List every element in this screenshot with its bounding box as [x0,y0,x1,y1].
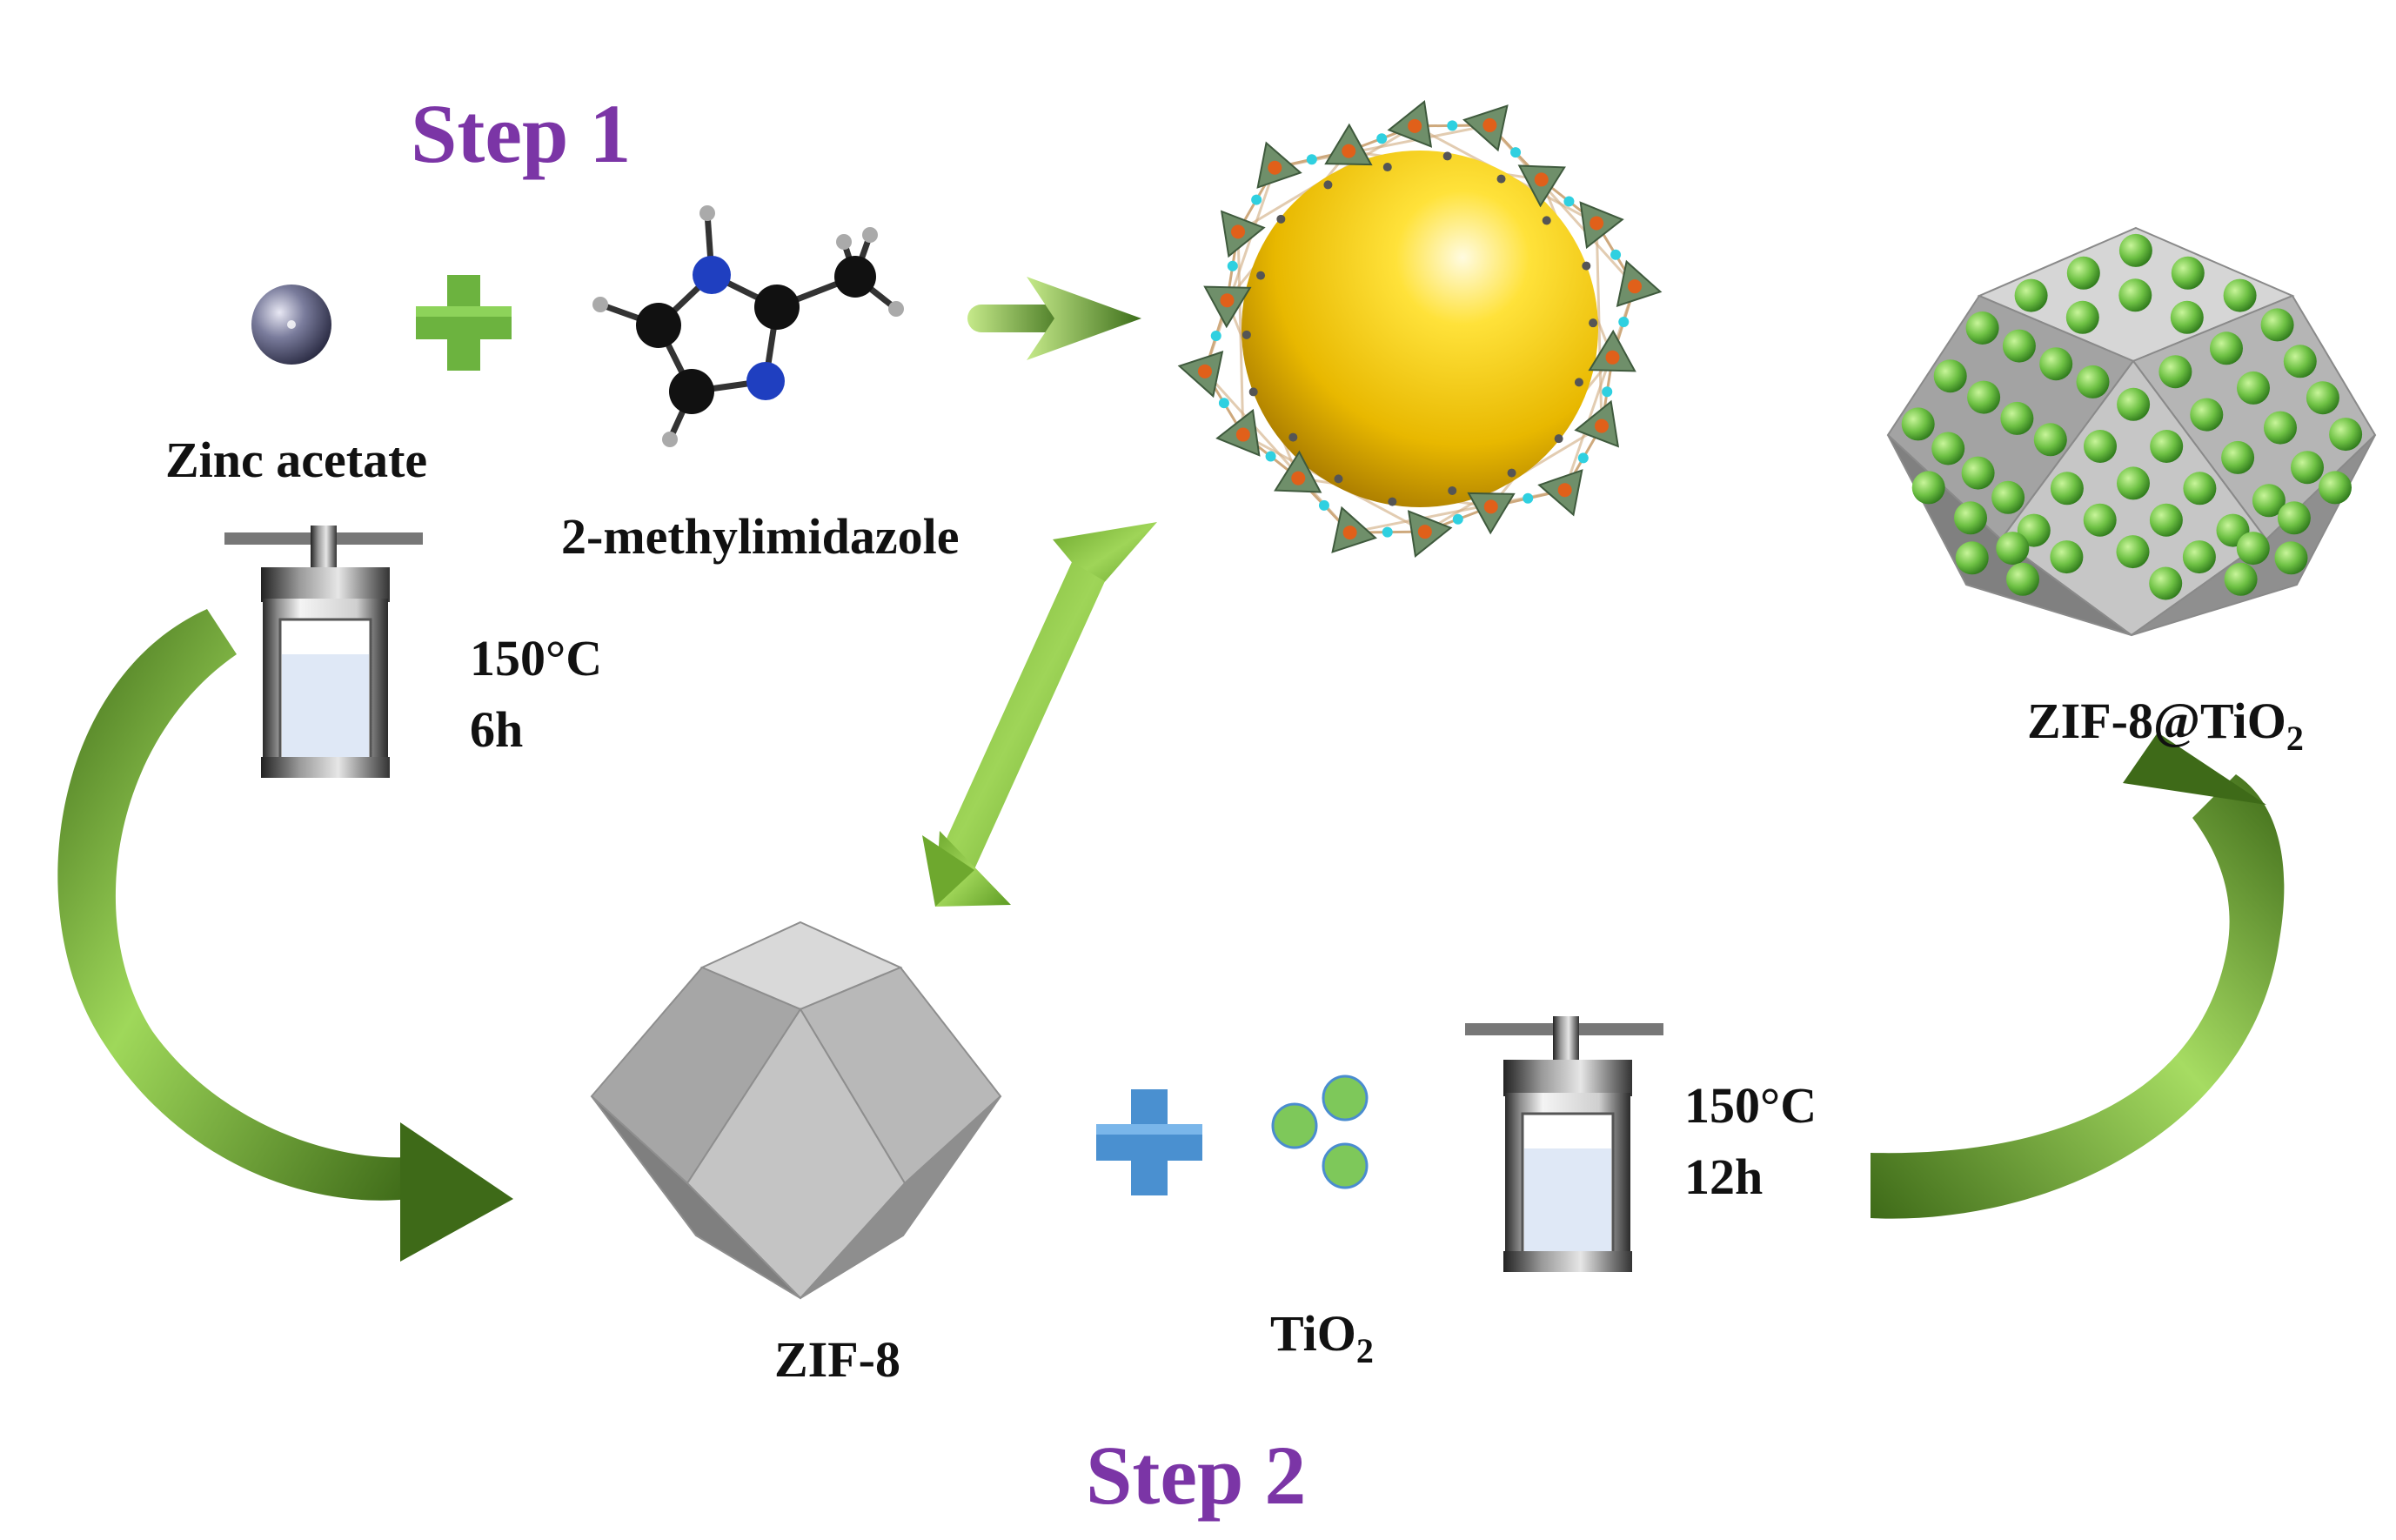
autoclave-vessel-1-icon [224,526,423,778]
tio2-surface-particles [1901,233,2363,600]
zif8-polyhedron-icon [590,921,1002,1300]
tio2-particle [1991,480,2025,514]
autoclave-vessel-2-icon [1465,1016,1663,1272]
double-arrow-icon [922,522,1157,907]
tio2-particle [2274,541,2308,575]
zif8-label: ZIF-8 [774,1331,900,1388]
tio2-particle [2000,401,2034,435]
tio2-particle [2033,423,2067,457]
curved-arrow-left-icon [57,609,513,1262]
tio2-particle [2050,540,2084,574]
tio2-particle [2150,430,2184,463]
tio2-particle [1996,532,2030,566]
tio2-particle [2084,430,2117,463]
tio2-particle [2236,532,2270,566]
molecule-atoms [592,205,904,447]
zif-framework-sphere-icon [1177,100,1663,558]
tio2-particle [1933,359,1967,393]
tio2-label: TiO2 [1270,1305,1374,1370]
plus-blue-icon [1096,1089,1202,1195]
tio2-particle [1961,456,1995,490]
tio2-particle [2118,278,2152,312]
tio2-particle [1954,501,1987,535]
tio2-particle [2277,501,2311,535]
tio2-particle [2183,472,2217,506]
tio2-particle [2291,451,2324,485]
zinc-acetate-label: Zinc acetate [165,432,427,488]
tio2-particle [2118,233,2152,267]
tio2-particle [2050,472,2084,506]
tio2-particles-icon [1271,1075,1369,1189]
tio2-particle [2066,256,2100,290]
tio2-particle [2170,300,2204,334]
tio2-particle [2076,365,2110,398]
tio2-particle [1965,311,1999,345]
arrow-right-icon [967,277,1141,360]
tio2-particle [2116,535,2150,569]
tio2-particle [2014,278,2048,312]
tio2-particle [2260,308,2294,342]
tio2-particle [2006,562,2039,596]
tio2-particle [2002,329,2036,363]
tio2-particle [2329,418,2363,452]
methylimidazole-label: 2-methylimidazole [561,508,959,565]
plus-green-icon [416,275,512,371]
tio2-particle [2221,440,2255,474]
tio2-particle [2065,300,2099,334]
zif8-tio2-label: ZIF-8@TiO2 [2027,693,2304,758]
tio2-particle [2149,566,2183,600]
tio2-particle [2171,256,2205,290]
tio2-particle [1911,471,1945,505]
step-2-title: Step 2 [1086,1429,1306,1522]
tio2-particle [2210,331,2243,365]
tio2-particle [2237,371,2270,405]
tio2-particle [2039,347,2073,381]
tio2-particle [2083,503,2117,537]
tio2-particle [2224,562,2258,596]
tio2-particle [2264,411,2297,445]
tio2-particle [1967,380,2001,414]
step-1-title: Step 1 [411,87,631,180]
condition-1-time: 6h [470,701,523,758]
tio2-particle [2149,503,2183,537]
tio2-particle [1931,432,1965,465]
tio2-particle [2252,484,2286,518]
tio2-particle [2319,471,2352,505]
tio2-particle [2283,345,2317,378]
tio2-particle [1955,541,1989,575]
tio2-particle [2158,355,2192,389]
condition-2-temperature: 150°C [1684,1077,1817,1134]
tio2-particle [1901,407,1935,441]
tio2-particle [2182,540,2216,574]
tio2-particle [2223,278,2257,312]
condition-1-temperature: 150°C [470,630,602,686]
curved-arrow-right-icon [1871,733,2285,1219]
tio2-particle [2190,398,2224,432]
tio2-particle [2306,381,2339,415]
condition-2-time: 12h [1684,1148,1763,1205]
tio2-particle [2117,466,2150,500]
tio2-particle [2117,387,2151,421]
